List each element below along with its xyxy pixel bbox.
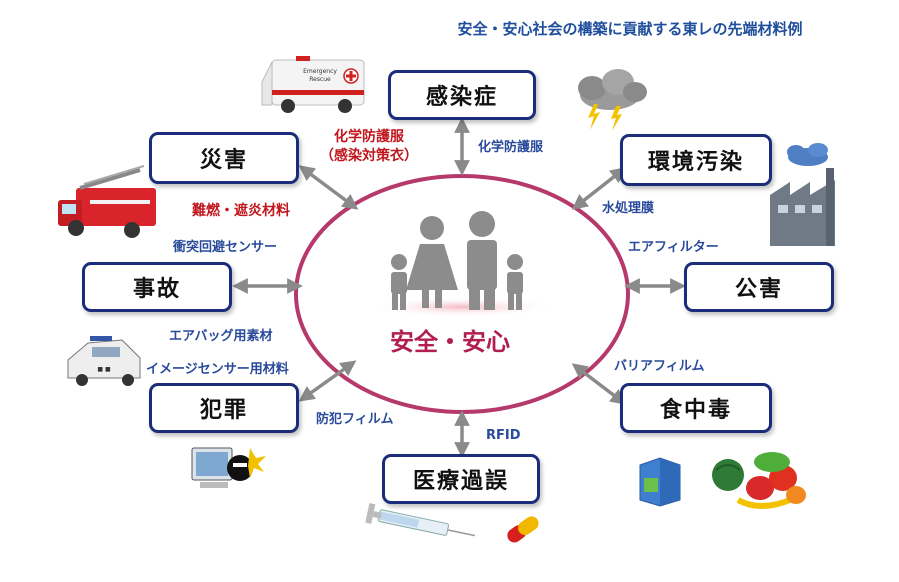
node-accident: 事故 [82, 262, 232, 312]
syringe-icon [365, 503, 476, 537]
ambulance-icon: Emergency Rescue [261, 56, 365, 113]
center-ring [294, 174, 630, 414]
page-title: 安全・安心社会の構築に貢献する東レの先端材料例 [457, 20, 803, 38]
node-food-poisoning: 食中毒 [620, 383, 772, 433]
label-protective-suit-red-1: 化学防護服 [334, 129, 404, 145]
fire-truck-icon [58, 165, 156, 238]
label-image-sensor: イメージセンサー用材料 [146, 362, 289, 377]
node-pollution: 環境汚染 [620, 134, 772, 186]
ambulance-text-rescue: Rescue [309, 76, 331, 83]
vegetables-icon [712, 452, 806, 509]
label-water-membrane: 水処理膜 [602, 201, 655, 216]
label-collision-sensor: 衝突回避センサー [173, 240, 278, 255]
arrow-crime [298, 360, 357, 402]
node-infection: 感染症 [388, 70, 536, 120]
factory-icon [770, 143, 835, 246]
label-airbag: エアバッグ用素材 [169, 329, 273, 344]
capsule-icon [507, 516, 539, 543]
family-icon [367, 211, 557, 317]
node-medical-error: 医療過誤 [382, 454, 540, 504]
label-flame-retardant: 難燃・遮炎材料 [192, 203, 290, 219]
label-protective-suit-red-2: （感染対策衣） [320, 148, 418, 164]
police-car-icon: ■ ■ [67, 336, 141, 386]
label-air-filter: エアフィルター [628, 240, 719, 255]
node-public-nuisance: 公害 [684, 262, 834, 312]
thief-computer-icon [191, 447, 266, 488]
label-protective-suit-blue: 化学防護服 [478, 140, 544, 155]
label-security-film: 防犯フィルム [316, 412, 394, 427]
arrow-pollution [571, 167, 627, 210]
storm-cloud-icon [578, 69, 647, 131]
label-barrier-film: バリアフィルム [614, 359, 705, 374]
arrow-disaster [298, 165, 359, 210]
arrow-food-poisoning [571, 363, 627, 405]
food-carton-icon [639, 457, 681, 507]
center-label: 安全・安心 [390, 328, 510, 356]
node-disaster: 災害 [149, 132, 299, 184]
ambulance-text-emergency: Emergency [303, 68, 337, 75]
node-crime: 犯罪 [149, 383, 299, 433]
label-rfid: RFID [486, 428, 521, 443]
svg-text:■ ■: ■ ■ [97, 366, 111, 373]
